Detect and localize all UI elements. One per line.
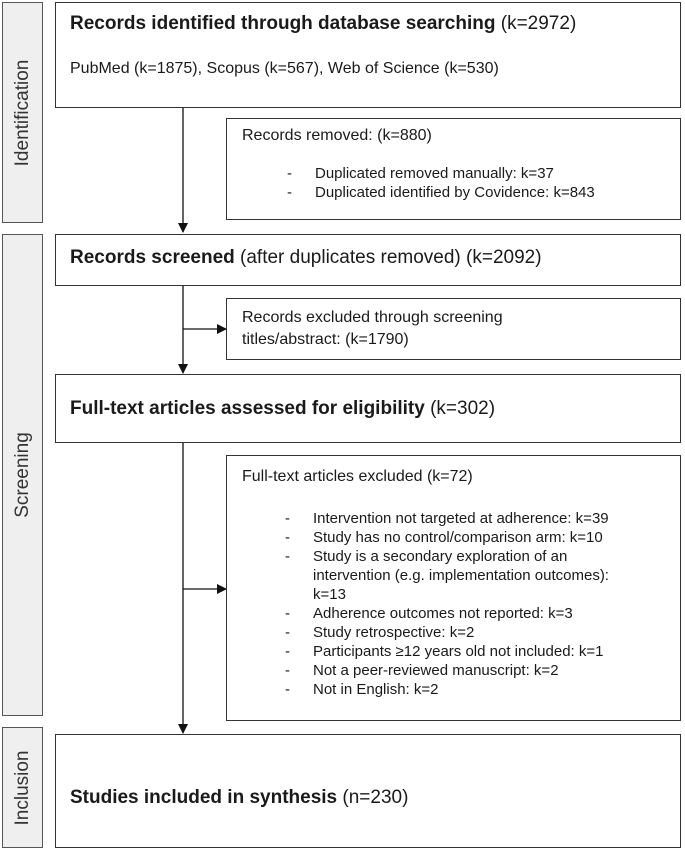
records-identified-title: Records identified through database sear… — [70, 13, 577, 34]
list-item: Study retrospective: k=2 — [285, 623, 609, 642]
fulltext-excluded-box: Full-text articles excluded (k=72) Inter… — [226, 455, 681, 721]
list-item-continuation: k=13 — [313, 586, 346, 603]
stage-screening: Screening — [2, 234, 43, 716]
list-item: Study has no control/comparison arm: k=1… — [285, 528, 609, 547]
list-item: Not in English: k=2 — [285, 680, 609, 699]
records-identified-sources: PubMed (k=1875), Scopus (k=567), Web of … — [70, 60, 499, 77]
list-item: Participants ≥12 years old not included:… — [285, 642, 609, 661]
records-excluded-screening-box: Records excluded through screening title… — [226, 298, 681, 360]
records-excluded-screening-line1: Records excluded through screening — [242, 309, 503, 326]
studies-included-box: Studies included in synthesis (n=230) — [55, 734, 681, 848]
stage-identification: Identification — [2, 2, 43, 223]
list-item: Adherence outcomes not reported: k=3 — [285, 604, 609, 623]
list-item: Duplicated identified by Covidence: k=84… — [287, 183, 595, 202]
records-removed-title: Records removed: (k=880) — [242, 127, 432, 144]
fulltext-assessed-box: Full-text articles assessed for eligibil… — [55, 374, 681, 443]
list-item: Study is a secondary exploration of an — [285, 547, 609, 566]
studies-included-title: Studies included in synthesis (n=230) — [70, 787, 409, 808]
list-item: Not a peer-reviewed manuscript: k=2 — [285, 661, 609, 680]
stage-inclusion: Inclusion — [2, 727, 43, 848]
records-screened-title: Records screened (after duplicates remov… — [70, 247, 542, 268]
records-removed-box: Records removed: (k=880) Duplicated remo… — [226, 118, 681, 220]
fulltext-assessed-title: Full-text articles assessed for eligibil… — [70, 398, 496, 419]
records-excluded-screening-line2: titles/abstract: (k=1790) — [242, 331, 409, 348]
list-item: Intervention not targeted at adherence: … — [285, 509, 609, 528]
list-item: Duplicated removed manually: k=37 — [287, 164, 595, 183]
list-item-continuation: intervention (e.g. implementation outcom… — [313, 567, 609, 584]
records-screened-box: Records screened (after duplicates remov… — [55, 234, 681, 286]
fulltext-excluded-title: Full-text articles excluded (k=72) — [242, 468, 473, 485]
records-removed-list: Duplicated removed manually: k=37 Duplic… — [287, 164, 595, 202]
records-identified-box: Records identified through database sear… — [55, 2, 681, 108]
fulltext-excluded-list: Intervention not targeted at adherence: … — [285, 509, 609, 699]
